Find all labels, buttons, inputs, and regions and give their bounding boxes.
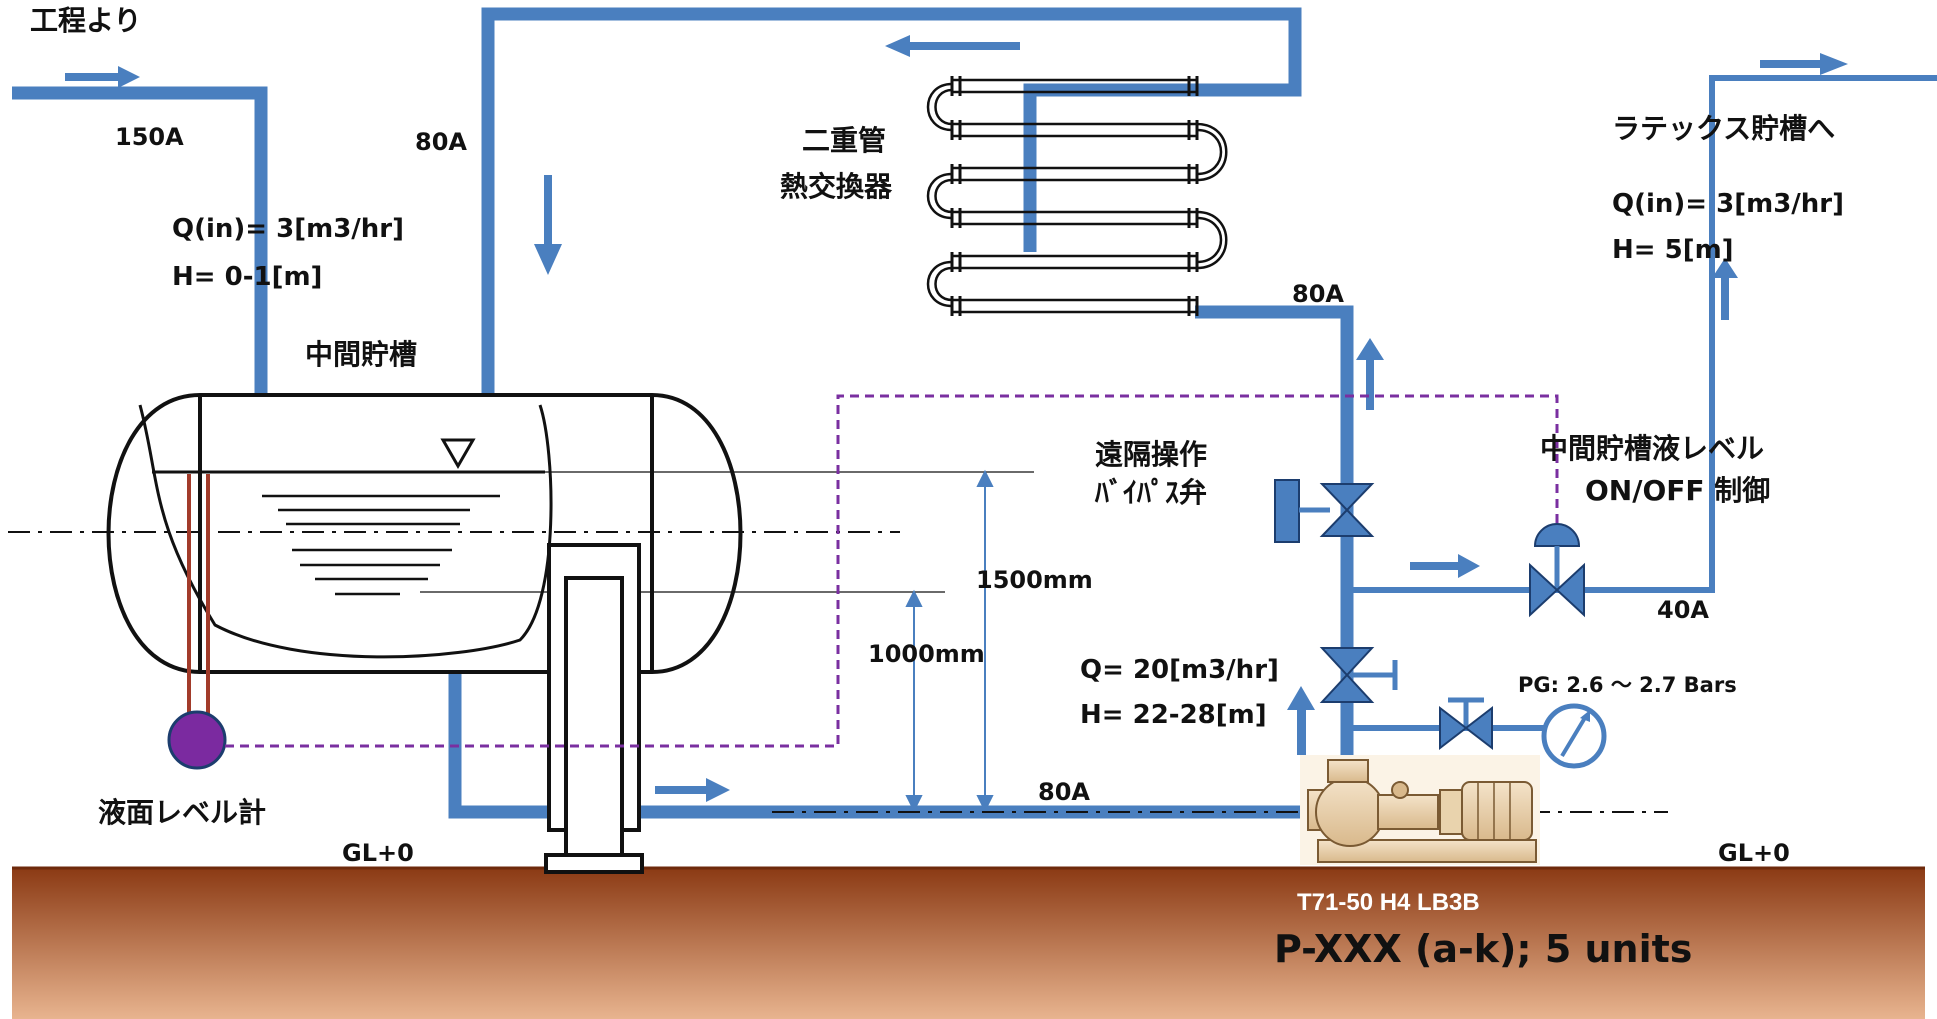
level-gauge-icon bbox=[167, 474, 227, 770]
hx-tubes bbox=[950, 78, 1199, 314]
flow-arrows bbox=[65, 35, 1848, 802]
bypass-pipe-size: 40A bbox=[1657, 596, 1709, 624]
water-level-triangle-icon bbox=[440, 438, 476, 470]
level-control-label-1: 中間貯槽液レベル bbox=[1540, 432, 1764, 465]
arrow-outlet-right bbox=[1760, 53, 1848, 75]
hx-label-line2: 熱交換器 bbox=[780, 170, 893, 203]
pump-discharge-pipe bbox=[1195, 305, 1354, 755]
pressure-gauge-icon bbox=[1541, 703, 1607, 769]
hx-label-line1: 二重管 bbox=[802, 124, 886, 157]
arrow-suction-right bbox=[655, 778, 730, 802]
ground bbox=[12, 868, 1925, 1019]
tank-shell bbox=[106, 393, 743, 674]
gl-left: GL+0 bbox=[342, 839, 414, 867]
dim-1000-label: 1000mm bbox=[868, 640, 985, 668]
level-control-label-2: ON/OFF 制御 bbox=[1585, 474, 1770, 507]
centrifugal-pump-icon bbox=[1300, 755, 1540, 865]
gate-valve-icon[interactable] bbox=[1319, 647, 1398, 703]
inlet-pipe-size: 150A bbox=[115, 123, 184, 151]
pipework-thin bbox=[1347, 75, 1937, 731]
remote-valve-label-2: ﾊﾞｲﾊﾟｽ弁 bbox=[1094, 476, 1207, 509]
inflow-q: Q(in)= 3[m3/hr] bbox=[172, 214, 404, 244]
arrow-up-discharge bbox=[1356, 338, 1384, 410]
pressure-gauge-label: PG: 2.6 〜 2.7 Bars bbox=[1518, 673, 1737, 697]
arrow-inlet-right bbox=[65, 66, 140, 88]
arrow-return-left bbox=[885, 35, 1020, 57]
pump-q: Q= 20[m3/hr] bbox=[1080, 655, 1279, 685]
destination-label: ラテックス貯槽へ bbox=[1612, 112, 1835, 145]
pump-model: T71-50 H4 LB3B bbox=[1297, 889, 1480, 916]
outflow-h: H= 5[m] bbox=[1612, 235, 1734, 265]
gl-right: GL+0 bbox=[1718, 839, 1790, 867]
tank-name: 中間貯槽 bbox=[305, 338, 417, 371]
hx-pipe-size: 80A bbox=[1292, 280, 1344, 308]
pump-tag: P-XXX (a-k); 5 units bbox=[1274, 927, 1692, 971]
tank-support bbox=[544, 543, 644, 874]
level-control-valve-icon[interactable] bbox=[1529, 523, 1585, 618]
hx-flanges bbox=[950, 76, 1199, 316]
inflow-h: H= 0-1[m] bbox=[172, 262, 322, 292]
dim-1500-label: 1500mm bbox=[976, 566, 1093, 594]
control-signal-lines bbox=[225, 394, 1559, 748]
liquid-body-curve bbox=[138, 404, 553, 659]
arrow-bypass-right bbox=[1410, 554, 1480, 578]
intermediate-tank bbox=[106, 393, 743, 674]
diagram-labels: 工程より 150A 80A Q(in)= 3[m3/hr] H= 0-1[m] … bbox=[30, 4, 1844, 971]
liquid-hatch bbox=[262, 494, 500, 596]
dimension-arrows bbox=[905, 469, 994, 813]
dimension-reference-lines bbox=[420, 471, 1034, 593]
remote-valve-label-1: 遠隔操作 bbox=[1095, 438, 1207, 471]
outflow-q: Q(in)= 3[m3/hr] bbox=[1612, 189, 1844, 219]
remote-bypass-valve-icon[interactable] bbox=[1274, 479, 1375, 543]
return-pipe-size: 80A bbox=[415, 128, 467, 156]
level-gauge-label: 液面レベル計 bbox=[98, 796, 266, 829]
hx-return-bends bbox=[926, 82, 1228, 308]
return-pipe-80a bbox=[481, 7, 1302, 590]
pump-h: H= 22-28[m] bbox=[1080, 700, 1267, 730]
suction-pipe-size: 80A bbox=[1038, 778, 1090, 806]
arrow-up-pump bbox=[1287, 686, 1315, 755]
arrow-up-dest bbox=[1712, 258, 1738, 320]
gauge-valve-icon[interactable] bbox=[1439, 697, 1493, 751]
level-signal-line bbox=[225, 394, 1559, 748]
double-pipe-heat-exchanger-icon bbox=[926, 76, 1228, 316]
source-label: 工程より bbox=[30, 4, 141, 37]
arrow-down-into-tank bbox=[534, 175, 562, 275]
bypass-branch-pipe bbox=[1347, 75, 1937, 593]
